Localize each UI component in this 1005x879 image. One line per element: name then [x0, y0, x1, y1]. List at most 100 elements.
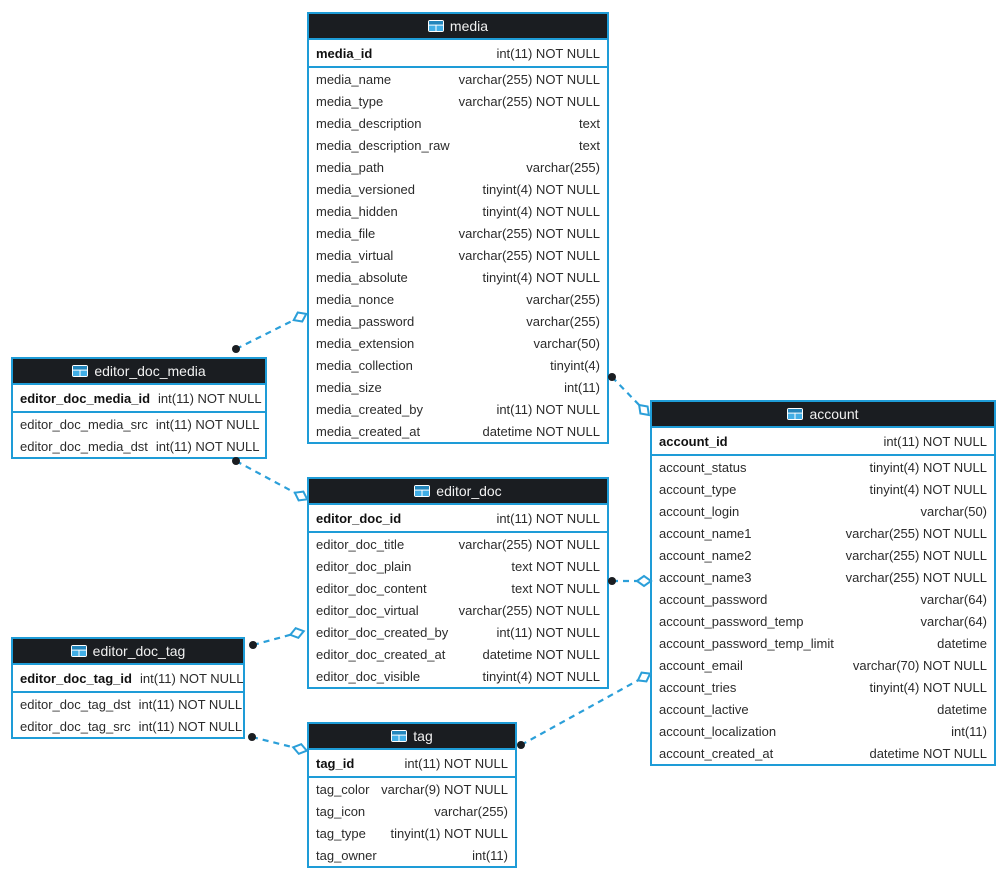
relation-diamond-endpoint: [635, 574, 653, 588]
column-name: editor_doc_content: [316, 580, 427, 596]
column-name: tag_color: [316, 781, 370, 797]
table-header-editor_doc[interactable]: editor_doc: [309, 479, 607, 505]
column-name: media_created_at: [316, 423, 421, 439]
column-name: account_tries: [659, 679, 737, 695]
column-type: varchar(255) NOT NULL: [458, 536, 600, 552]
column-name: account_status: [659, 459, 747, 475]
column-type: varchar(255) NOT NULL: [458, 93, 600, 109]
column-name: account_lactive: [659, 701, 749, 717]
column-name: media_description_raw: [316, 137, 450, 153]
column-name: account_name2: [659, 547, 752, 563]
table-icon: [414, 485, 431, 497]
column-type: text: [579, 115, 600, 131]
column-row-editor_doc_media_dst[interactable]: editor_doc_media_dst int(11) NOT NULL: [13, 435, 265, 457]
column-name: editor_doc_plain: [316, 558, 412, 574]
column-type: tinyint(4) NOT NULL: [869, 481, 987, 497]
column-row-editor_doc_created_by[interactable]: editor_doc_created_by int(11) NOT NULL: [309, 621, 607, 643]
relationship-editor_doc_media-to-media: [232, 311, 308, 353]
table-icon: [391, 730, 408, 742]
column-type: varchar(255): [526, 159, 600, 175]
column-type: int(11) NOT NULL: [496, 624, 600, 640]
table-header-account[interactable]: account: [652, 402, 994, 428]
column-type: int(11) NOT NULL: [496, 510, 600, 526]
column-name: media_hidden: [316, 203, 398, 219]
column-type: varchar(64): [920, 591, 987, 607]
column-name: editor_doc_created_by: [316, 624, 449, 640]
column-name: media_nonce: [316, 291, 395, 307]
column-type: tinyint(4) NOT NULL: [482, 181, 600, 197]
table-header-editor_doc_tag[interactable]: editor_doc_tag: [13, 639, 243, 665]
column-name: editor_doc_media_dst: [20, 438, 148, 454]
column-name: media_size: [316, 379, 382, 395]
relation-dot-endpoint: [517, 741, 525, 749]
relation-dot-endpoint: [249, 641, 257, 649]
table-header-media[interactable]: media: [309, 14, 607, 40]
column-name: media_virtual: [316, 247, 394, 263]
table-header-editor_doc_media[interactable]: editor_doc_media: [13, 359, 265, 385]
column-type: int(11) NOT NULL: [139, 670, 244, 686]
primary-key-name: tag_id: [316, 755, 355, 771]
relationship-media-to-account: [608, 373, 651, 417]
table-icon: [72, 365, 89, 377]
table-header-tag[interactable]: tag: [309, 724, 515, 750]
column-type: int(11) NOT NULL: [155, 438, 260, 454]
column-name: tag_owner: [316, 847, 377, 863]
